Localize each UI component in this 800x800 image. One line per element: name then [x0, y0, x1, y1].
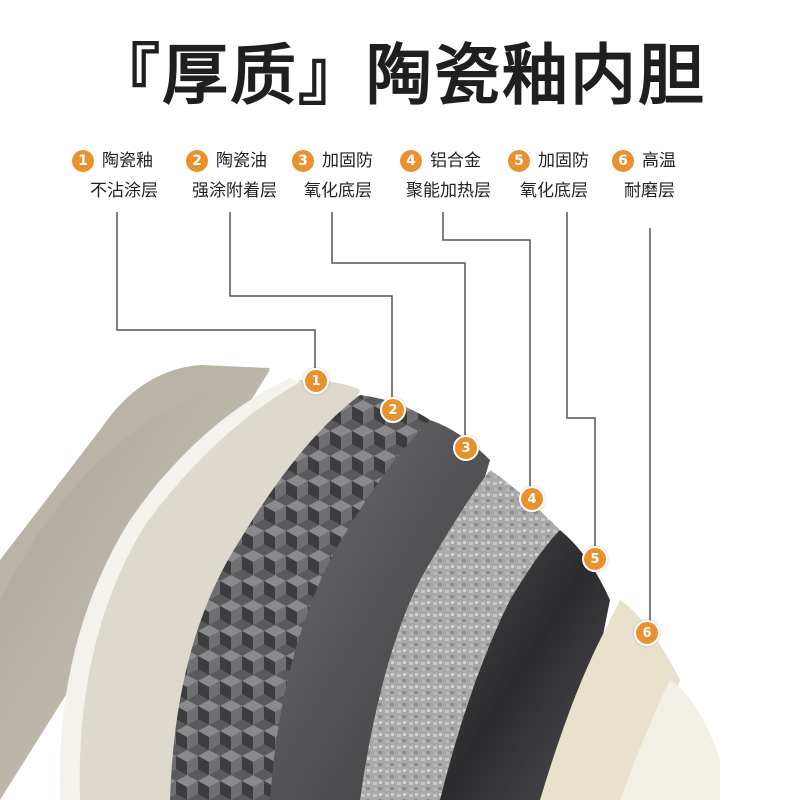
layer-marker-5: 5 [582, 546, 608, 572]
layer-desc: 强涂附着层 [192, 181, 277, 201]
layer-name: 加固防 [322, 151, 373, 171]
layer-name: 陶瓷釉 [102, 151, 153, 171]
layer-marker-4: 4 [519, 486, 545, 512]
layer-1-edge [59, 378, 300, 800]
layer-desc: 氧化底层 [304, 181, 372, 201]
layer-marker-6: 6 [634, 620, 660, 646]
layer-2-ceramic-oil [170, 395, 430, 800]
layer-label-6: 6 高温 耐磨层 [612, 146, 732, 206]
layer-label-4: 4 铝合金 聚能加热层 [400, 146, 520, 206]
number-badge: 1 [72, 150, 94, 172]
page-title: 『厚质』陶瓷釉内胆 [94, 37, 706, 114]
number-badge: 4 [400, 150, 422, 172]
layer-marker-3: 3 [453, 435, 479, 461]
layer-desc: 聚能加热层 [406, 181, 491, 201]
layer-desc: 氧化底层 [520, 181, 588, 201]
layer-desc: 耐磨层 [624, 181, 675, 201]
layer-label-5: 5 加固防 氧化底层 [508, 146, 628, 206]
layer-6-edge [620, 680, 720, 800]
layer-desc: 不沾涂层 [90, 181, 158, 201]
layer-name: 高温 [642, 151, 676, 171]
layer-marker-2: 2 [380, 397, 406, 423]
layer-name: 陶瓷油 [216, 151, 267, 171]
leader-lines [116, 212, 651, 630]
number-badge: 2 [186, 150, 208, 172]
layer-name: 铝合金 [430, 151, 481, 171]
number-badge: 3 [292, 150, 314, 172]
layer-marker-1: 1 [303, 368, 329, 394]
number-badge: 6 [612, 150, 634, 172]
number-badge: 5 [508, 150, 530, 172]
layer-4-aluminium [360, 470, 560, 800]
layer-label-3: 3 加固防 氧化底层 [292, 146, 412, 206]
layer-label-2: 2 陶瓷油 强涂附着层 [186, 146, 306, 206]
layer-name: 加固防 [538, 151, 589, 171]
layer-label-1: 1 陶瓷釉 不沾涂层 [72, 146, 192, 206]
layer-3-anti-oxidation [270, 420, 490, 800]
